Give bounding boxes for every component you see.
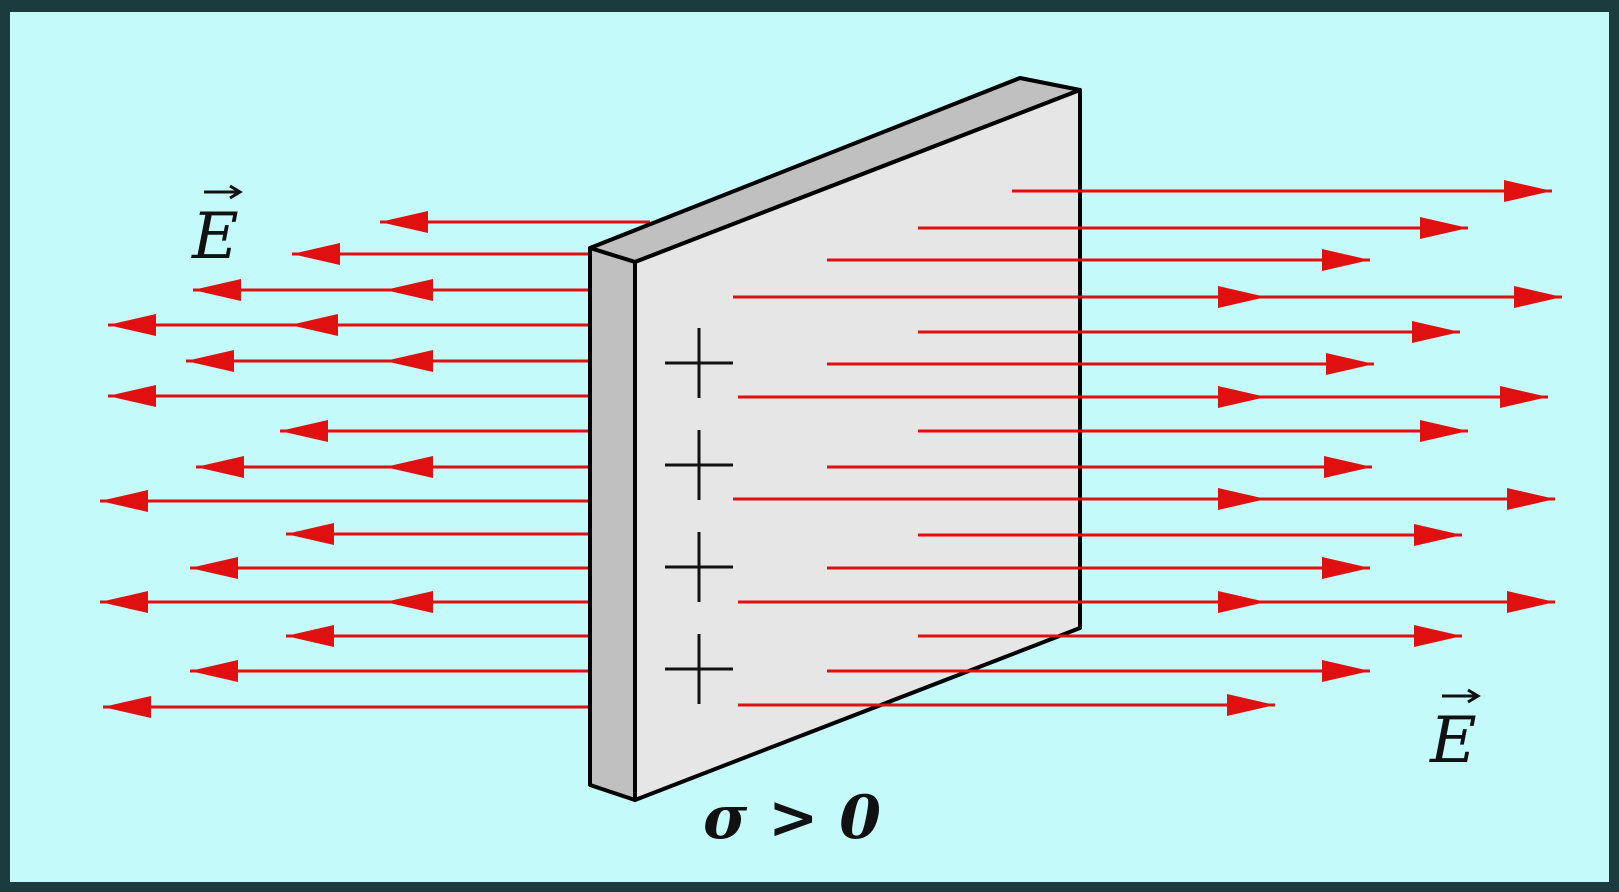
field-arrowhead	[1322, 660, 1370, 682]
left-field-lines	[100, 211, 650, 718]
field-arrowhead	[1507, 488, 1555, 510]
plate-side-edge	[588, 246, 637, 802]
plate-front-face	[633, 88, 1082, 802]
field-arrowhead	[1218, 386, 1266, 408]
vector-arrowhead-icon	[229, 184, 243, 200]
field-arrowhead	[1414, 625, 1462, 647]
field-arrowhead	[286, 523, 334, 545]
field-label-right: E	[1429, 688, 1481, 778]
field-arrowhead	[100, 490, 148, 512]
field-arrowhead	[1218, 591, 1266, 613]
field-arrowhead	[103, 696, 151, 718]
right-field-lines	[733, 180, 1562, 716]
field-arrowhead	[1324, 456, 1372, 478]
field-arrowhead	[1420, 420, 1468, 442]
field-arrowhead	[1504, 180, 1552, 202]
field-arrowhead	[1227, 694, 1275, 716]
field-arrowhead	[385, 279, 433, 301]
field-arrowhead	[108, 385, 156, 407]
field-label-left-text: E	[191, 200, 239, 274]
field-arrowhead	[193, 279, 241, 301]
vector-arrowhead-icon	[1467, 688, 1481, 704]
field-arrowhead	[1507, 591, 1555, 613]
field-arrowhead	[190, 557, 238, 579]
field-arrowhead	[190, 660, 238, 682]
field-label-right-text: E	[1429, 704, 1477, 778]
plus-sign	[665, 532, 733, 602]
charge-density-label: σ > 0	[703, 783, 881, 853]
field-arrowhead	[196, 456, 244, 478]
field-arrowhead	[108, 314, 156, 336]
field-arrowhead	[1322, 249, 1370, 271]
field-arrowhead	[286, 625, 334, 647]
positive-charges	[665, 328, 733, 704]
field-arrowhead	[290, 314, 338, 336]
field-arrowhead	[100, 591, 148, 613]
field-arrowhead	[1218, 286, 1266, 308]
field-arrowhead	[1414, 524, 1462, 546]
field-arrowhead	[1326, 353, 1374, 375]
field-arrowhead	[1500, 386, 1548, 408]
field-arrowhead	[1514, 286, 1562, 308]
plus-sign	[665, 634, 733, 704]
field-arrowhead	[1412, 321, 1460, 343]
field-arrowhead	[186, 350, 234, 372]
field-arrowhead	[1322, 557, 1370, 579]
plus-sign	[665, 328, 733, 398]
charged-plate	[588, 76, 1082, 802]
field-arrowhead	[1218, 488, 1266, 510]
field-arrowhead	[385, 456, 433, 478]
field-arrowhead	[292, 243, 340, 265]
field-arrowhead	[385, 350, 433, 372]
field-arrowhead	[380, 211, 428, 233]
plus-sign	[665, 430, 733, 500]
field-label-left: E	[191, 184, 243, 274]
field-arrowhead	[385, 591, 433, 613]
field-arrowhead	[280, 420, 328, 442]
field-arrowhead	[1420, 217, 1468, 239]
